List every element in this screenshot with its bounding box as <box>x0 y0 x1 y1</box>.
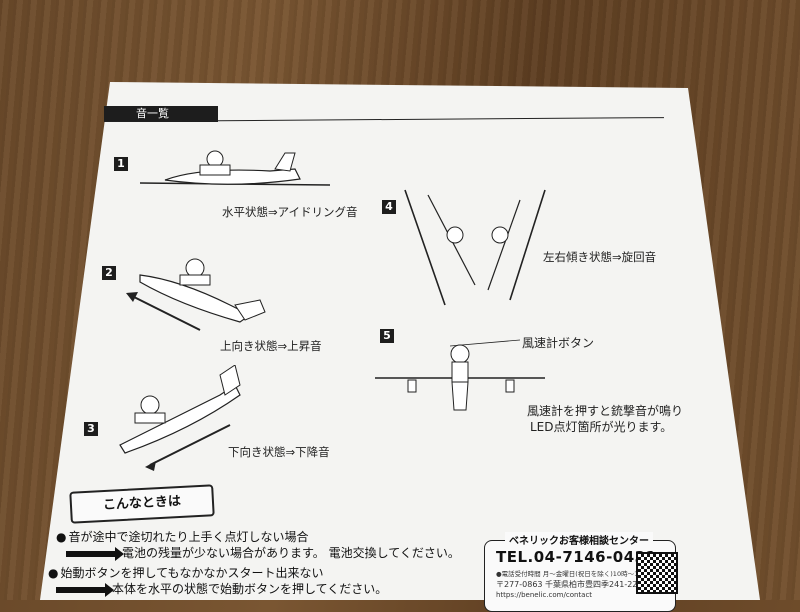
step-5-number: 5 <box>380 329 394 343</box>
bullet-icon: ● <box>56 530 67 544</box>
qr-code-icon <box>636 552 678 594</box>
arrow-right-icon <box>66 546 124 561</box>
step-2-caption: 上向き状態⇒上昇音 <box>220 339 322 353</box>
step-5-callout: 風速計ボタン <box>522 336 595 350</box>
contact-phone: TEL.04-7146-0431 <box>496 548 657 566</box>
step-1-caption: 水平状態⇒アイドリング音 <box>222 205 358 219</box>
plane-banking-illustration <box>404 189 546 306</box>
contact-heading: ベネリックお客様相談センター <box>505 532 653 547</box>
step-4-number: 4 <box>382 200 396 214</box>
troubleshoot-solution-1: 電池の残量が少ない場合があります。 電池交換してください。 <box>66 544 460 561</box>
contact-hours: ●電話受付時間 月～金曜日(祝日を除く)10時～18時 <box>496 570 649 578</box>
step-2-number: 2 <box>102 266 116 280</box>
plane-up-illustration <box>126 258 266 331</box>
step-5-caption-line2: LED点灯箇所が光ります。 <box>530 420 673 434</box>
step-5-caption-line1: 風速計を押すと銃撃音が鳴り <box>527 404 684 418</box>
step-1-number: 1 <box>114 157 128 171</box>
bullet-icon: ● <box>48 566 59 580</box>
plane-front-illustration <box>375 339 545 411</box>
plane-level-illustration <box>140 150 331 186</box>
section-title: 音一覧 <box>104 106 218 122</box>
plane-down-illustration <box>119 365 241 471</box>
step-4-caption: 左右傾き状態⇒旋回音 <box>543 250 657 264</box>
contact-url: https://benelic.com/contact <box>496 591 593 599</box>
arrow-right-icon <box>56 582 114 597</box>
contact-address: 〒277-0863 千葉県柏市豊四季241-22 <box>496 580 638 589</box>
step-3-number: 3 <box>84 422 98 436</box>
troubleshoot-problem-1: ●音が途中で途切れたり上手く点灯しない場合 <box>56 530 309 544</box>
troubleshoot-problem-2: ●始動ボタンを押してもなかなかスタート出来ない <box>48 566 324 580</box>
troubleshoot-solution-2: 本体を水平の状態で始動ボタンを押してください。 <box>56 580 387 597</box>
step-3-caption: 下向き状態⇒下降音 <box>228 445 330 459</box>
